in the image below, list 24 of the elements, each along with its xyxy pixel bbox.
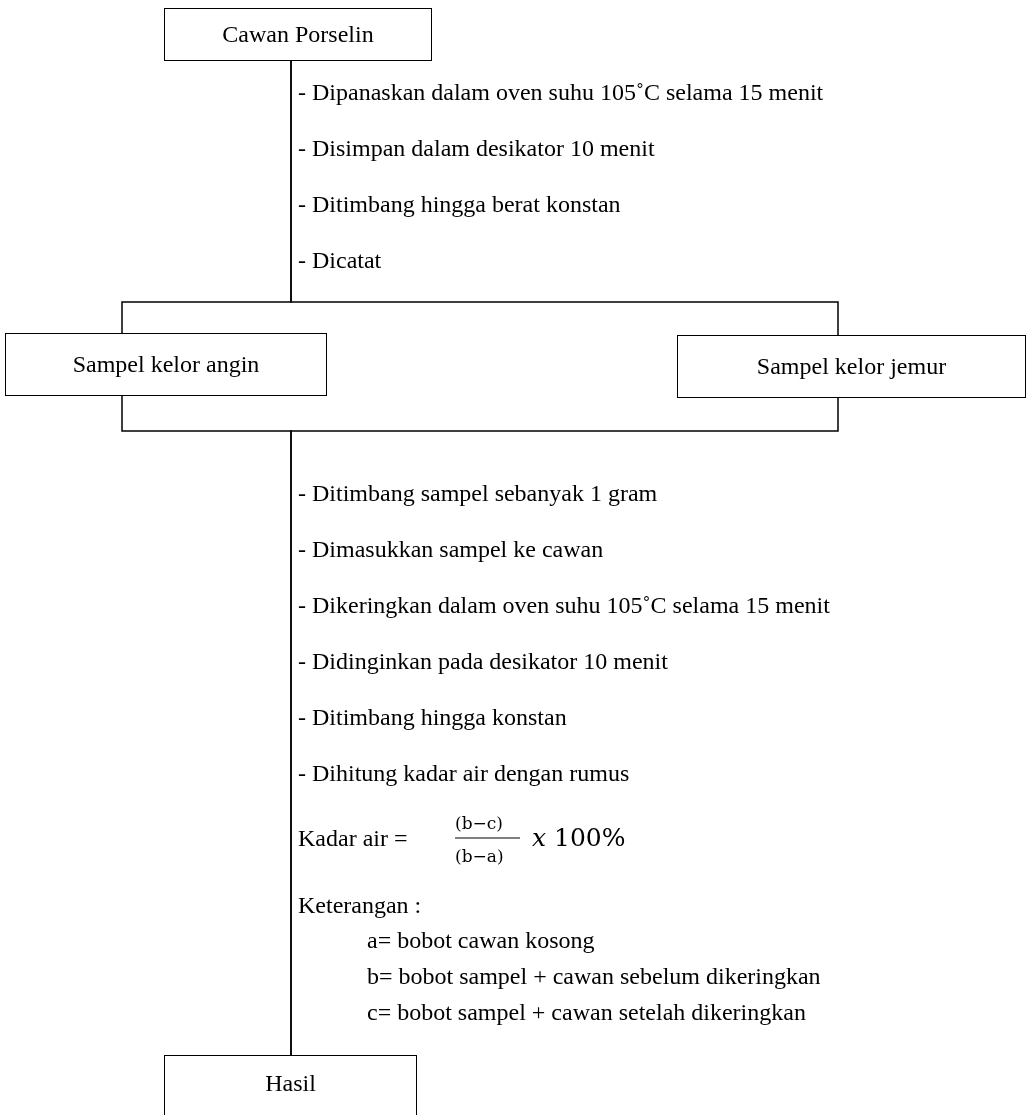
step-text: - Ditimbang hingga konstan: [298, 703, 567, 731]
note-text: a= bobot cawan kosong: [367, 926, 595, 954]
sample-box: Sampel kelor jemur: [677, 335, 1026, 398]
connector-line: [290, 60, 839, 336]
step-text: - Dimasukkan sampel ke cawan: [298, 535, 604, 563]
step-text: - Ditimbang hingga berat konstan: [298, 190, 621, 218]
formula-denominator: (b−a): [455, 846, 504, 866]
step-text: - Dicatat: [298, 246, 382, 274]
step-text: - Dipanaskan dalam oven suhu 105˚C selama 15 menit: [298, 78, 824, 106]
step-text: - Didinginkan pada desikator 10 menit: [298, 647, 668, 675]
step-text: - Ditimbang sampel sebanyak 1 gram: [298, 479, 658, 507]
note-text: c= bobot sampel + cawan setelah dikeringkan: [367, 998, 806, 1026]
step-text: - Dihitung kadar air dengan rumus: [298, 759, 630, 787]
connector-line: [290, 397, 839, 1056]
result-box: Hasil: [164, 1055, 417, 1115]
note-heading: Keterangan :: [298, 891, 422, 919]
formula-text: Kadar air =: [298, 824, 408, 852]
note-text: b= bobot sampel + cawan sebelum dikeringkan: [367, 962, 821, 990]
formula-numerator: (b−c): [455, 813, 503, 833]
step-text: - Dikeringkan dalam oven suhu 105˚C selama 15 menit: [298, 591, 830, 619]
formula-text: x 100%: [532, 824, 626, 852]
process-box: Cawan Porselin: [164, 8, 432, 61]
step-text: - Disimpan dalam desikator 10 menit: [298, 134, 655, 162]
sample-box: Sampel kelor angin: [5, 333, 327, 396]
